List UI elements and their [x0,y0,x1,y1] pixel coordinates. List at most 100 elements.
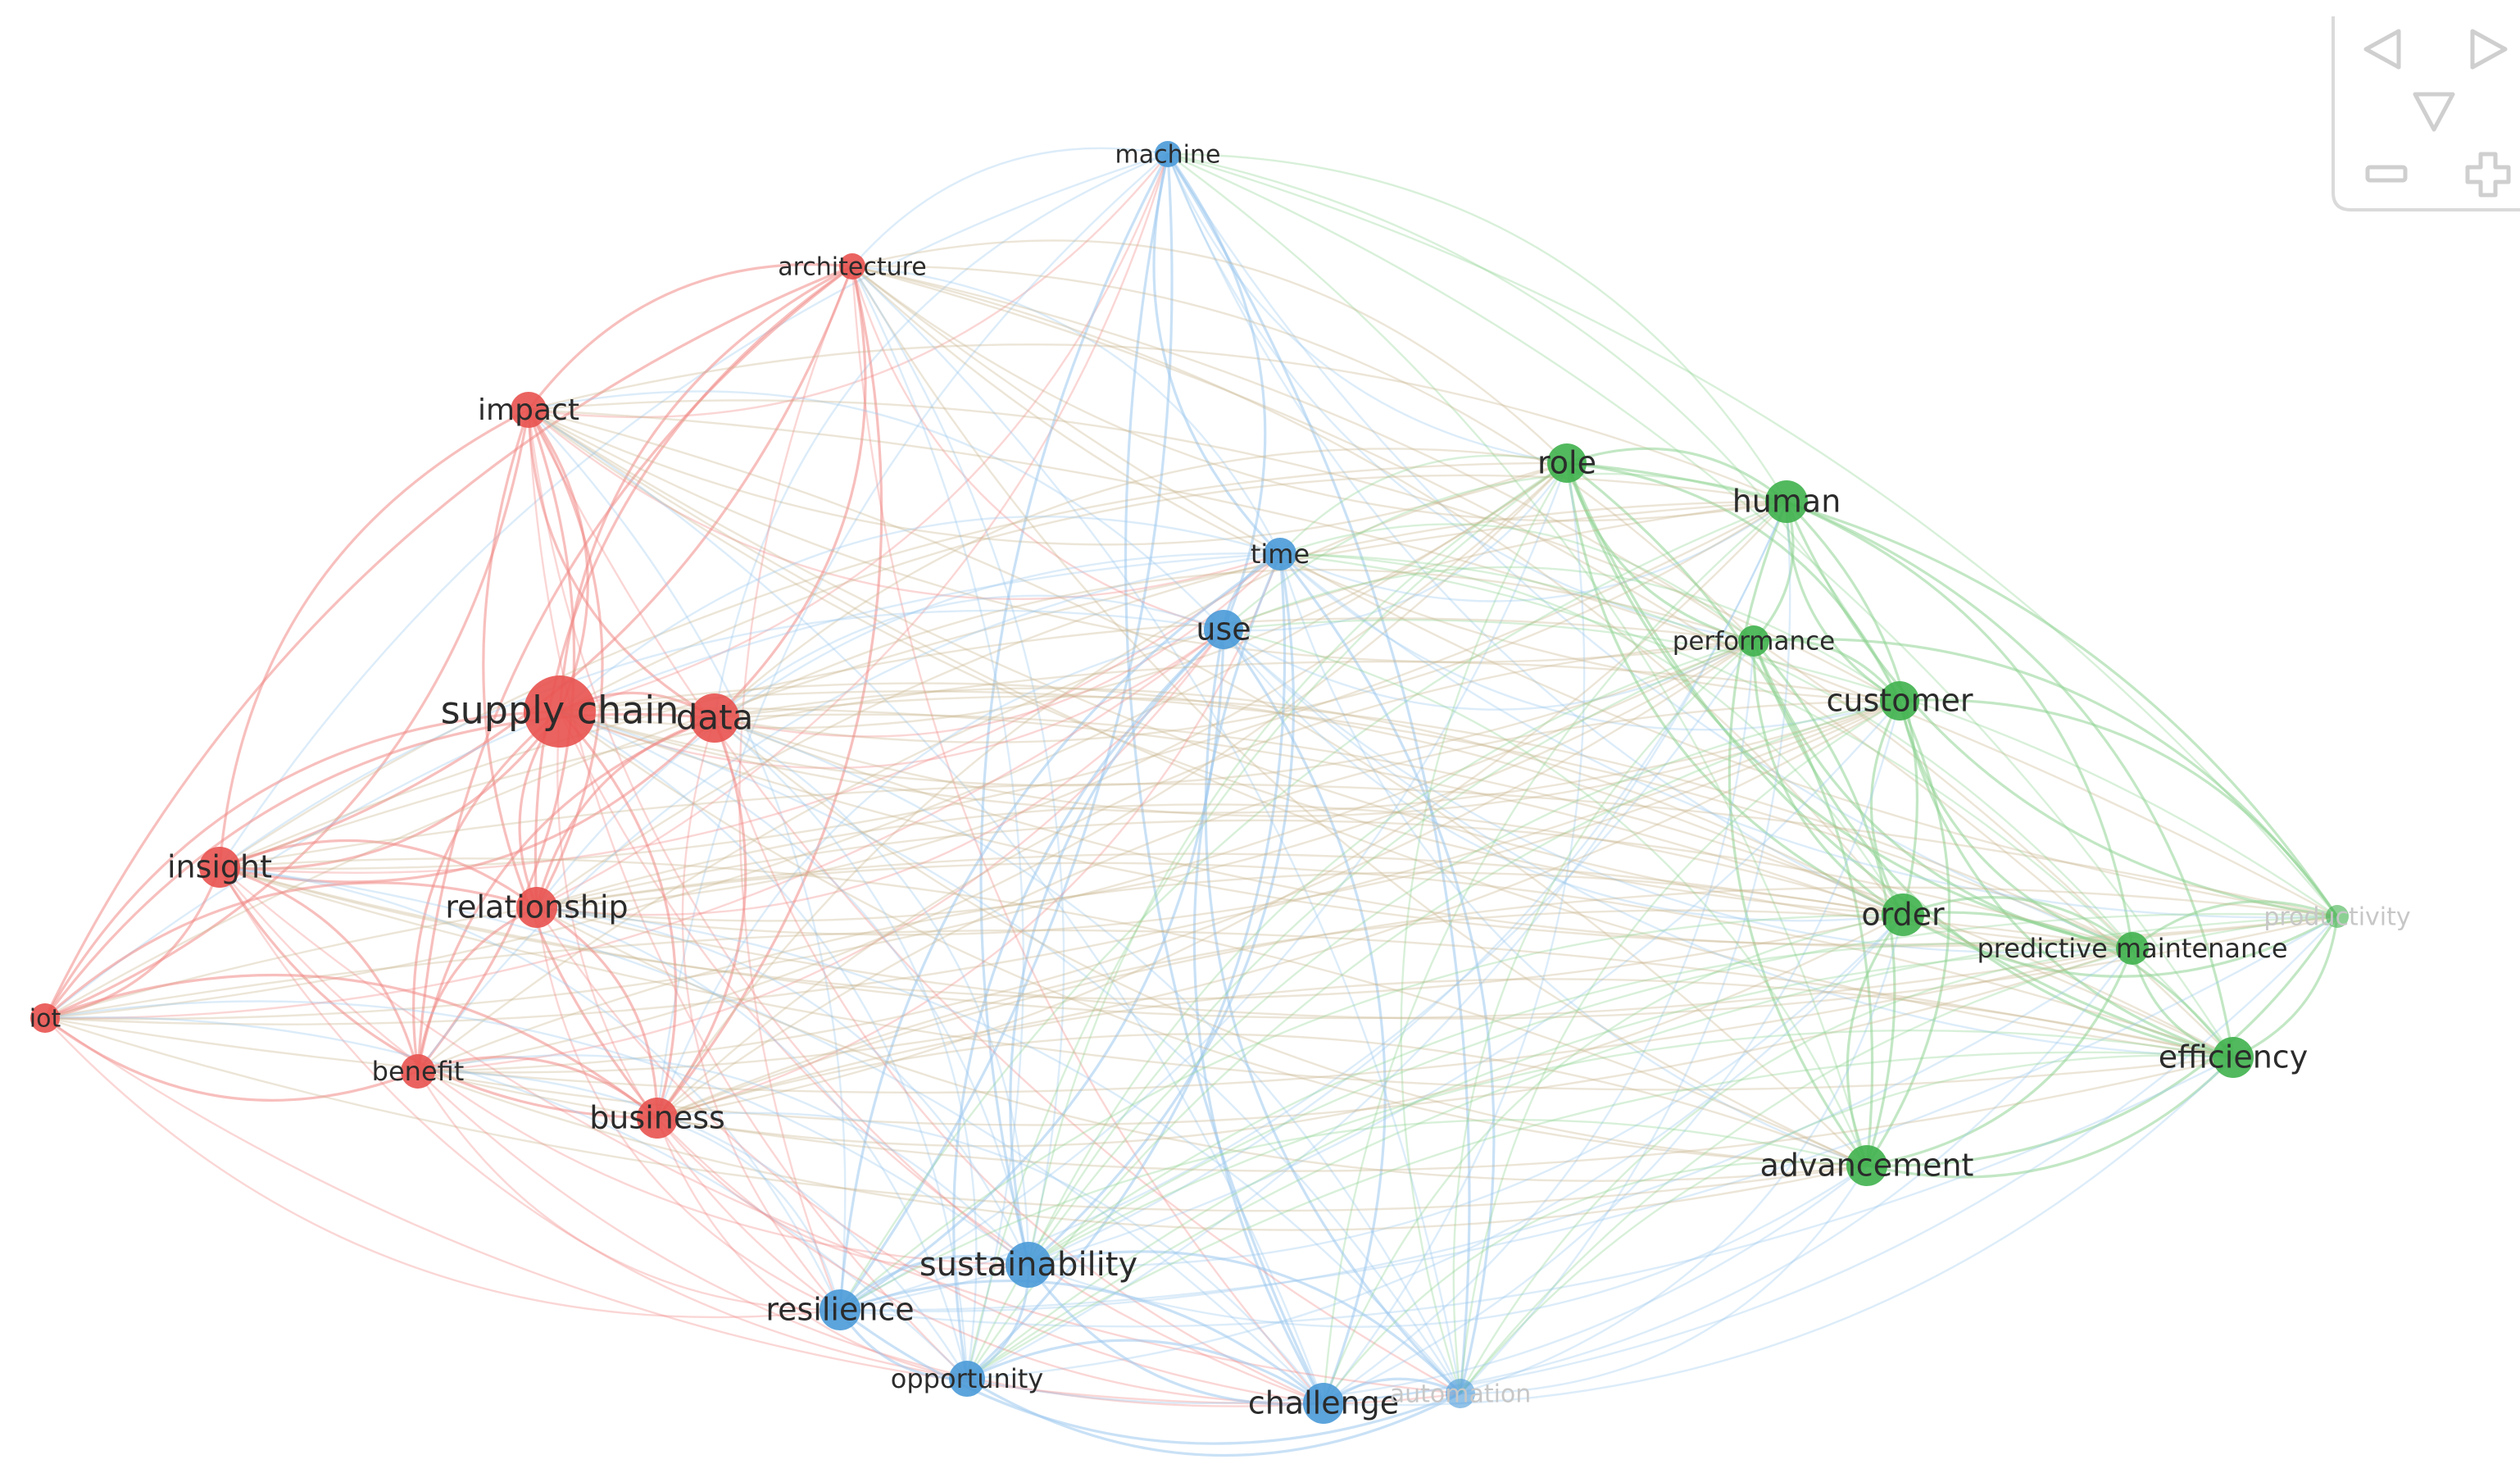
edge-machine-human [1167,152,1788,502]
edge-order-efficiency [1902,911,2235,1058]
node-challenge[interactable] [1303,1383,1344,1424]
node-supply-chain[interactable] [524,675,596,748]
label-opportunity[interactable]: opportunity [891,1363,1043,1394]
edge-data-efficiency [714,713,2234,1059]
node-predictive-maintenance[interactable] [2116,932,2149,965]
node-productivity[interactable] [2326,905,2349,928]
pan-right-icon[interactable] [2459,25,2516,74]
label-role[interactable]: role [1537,445,1596,481]
edge-relationship-efficiency [536,862,2234,1059]
edge-efficiency-automation [1460,1054,2234,1394]
label-sustainability[interactable]: sustainability [919,1246,1137,1284]
node-role[interactable] [1547,443,1587,483]
label-iot[interactable]: iot [30,1005,61,1034]
edge-machine-predictive_maintenance [1166,153,2133,950]
label-data[interactable]: data [676,698,754,738]
edge-benefit-opportunity [417,1070,969,1380]
edge-time-supply_chain [559,516,1281,712]
node-automation[interactable] [1446,1379,1475,1408]
label-performance[interactable]: performance [1673,627,1836,657]
edge-use-data [714,594,1224,719]
node-advancement[interactable] [1846,1145,1887,1186]
label-productivity[interactable]: productivity [2263,903,2410,932]
edge-time-customer [1279,553,1900,731]
label-machine[interactable]: machine [1115,141,1221,170]
edge-time-performance [1279,523,1755,642]
label-supply-chain[interactable]: supply chain [441,689,679,733]
node-opportunity[interactable] [949,1361,985,1397]
node-sustainability[interactable] [1006,1242,1051,1288]
node-business[interactable] [637,1098,678,1139]
edge-iot-advancement [44,1016,1868,1212]
edge-role-efficiency [1565,462,2234,1059]
edge-iot-challenge [44,1017,1324,1405]
edge-human-efficiency [1786,500,2235,1058]
edge-customer-opportunity [966,699,1900,1380]
node-efficiency[interactable] [2213,1037,2254,1078]
node-performance[interactable] [1738,625,1769,657]
edge-predictive_maintenance-automation [1459,947,2133,1394]
node-benefit[interactable] [401,1054,435,1089]
pan-down-icon[interactable] [2405,86,2463,139]
edge-supply_chain-resilience [556,711,841,1311]
label-time[interactable]: time [1251,539,1310,570]
node-insight[interactable] [199,847,240,888]
zoom-out-icon[interactable] [2360,152,2418,197]
node-customer[interactable] [1880,681,1919,721]
edge-human-customer [1785,501,1900,702]
edge-insight-iot [44,866,221,1020]
node-impact[interactable] [511,392,547,428]
edge-order-business [656,913,1904,1148]
label-human[interactable]: human [1732,484,1841,520]
edge-supply_chain-iot [43,710,561,1019]
edge-performance-supply_chain [559,639,1755,787]
edge-performance-efficiency [1752,640,2234,1059]
edge-benefit-sustainability [417,1054,1029,1266]
edge-resilience-challenge [839,1280,1325,1405]
zoom-in-icon[interactable] [2459,148,2516,205]
edge-use-order [1223,629,1904,922]
label-predictive-maintenance[interactable]: predictive maintenance [1977,933,2287,964]
edge-time-insight [219,553,1281,874]
edge-supply_chain-automation [559,710,1462,1394]
edge-predictive_maintenance-iot [44,947,2133,1094]
pan-left-icon[interactable] [2356,25,2413,74]
edge-business-advancement [656,1033,1868,1167]
edge-architecture-business [656,266,883,1120]
label-architecture[interactable]: architecture [778,253,927,282]
label-advancement[interactable]: advancement [1760,1148,1974,1184]
label-insight[interactable]: insight [167,849,272,885]
node-relationship[interactable] [516,887,557,928]
node-iot[interactable] [30,1003,60,1033]
edge-customer-automation [1459,699,1900,1394]
edge-time-advancement [1278,553,1868,1167]
label-efficiency[interactable]: efficiency [2159,1039,2308,1075]
edge-iot-efficiency [44,929,2234,1059]
edge-productivity-efficiency [2232,916,2339,1059]
label-resilience[interactable]: resilience [765,1292,914,1328]
label-relationship[interactable]: relationship [445,889,628,925]
node-machine[interactable] [1155,141,1181,167]
label-order[interactable]: order [1861,897,1945,933]
label-benefit[interactable]: benefit [372,1056,465,1087]
edge-order-challenge [1322,913,1904,1404]
edge-data-automation [714,716,1462,1394]
edge-data-sustainability [714,716,1030,1266]
edge-time-challenge [1192,553,1325,1404]
label-impact[interactable]: impact [478,393,579,427]
node-data[interactable] [690,693,739,743]
node-human[interactable] [1765,480,1808,523]
label-customer[interactable]: customer [1827,683,1973,719]
label-challenge[interactable]: challenge [1248,1385,1399,1421]
label-use[interactable]: use [1196,611,1251,648]
label-business[interactable]: business [589,1100,725,1136]
node-order[interactable] [1882,893,1924,936]
node-resilience[interactable] [820,1289,860,1330]
edge-architecture-resilience [738,266,854,1311]
edge-performance-iot [44,639,1755,1021]
node-time[interactable] [1264,538,1296,571]
node-architecture[interactable] [839,253,865,280]
node-use[interactable] [1204,610,1243,649]
label-automation[interactable]: automation [1390,1380,1532,1409]
